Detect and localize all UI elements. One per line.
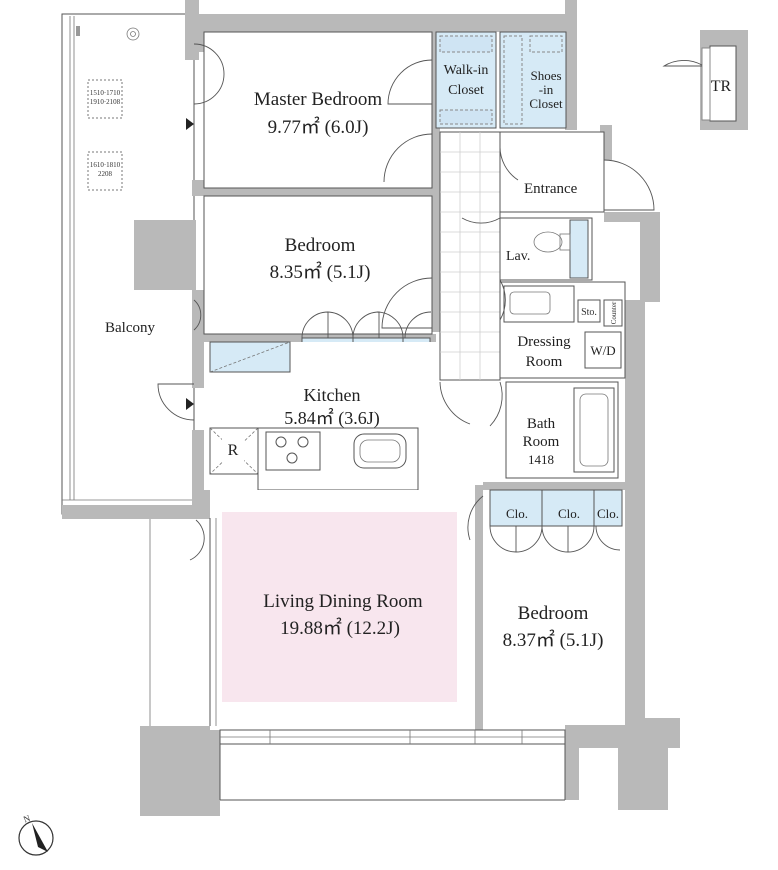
shoes-in-closet [499,31,567,129]
walk-in-closet-label-1: Walk-in [444,63,489,78]
bedroom-1-name: Bedroom [285,235,356,256]
compass-north-label: N [22,813,32,825]
bath-room-label-2: Room [523,434,560,450]
bedroom-2-closets [489,489,623,553]
living-dining-highlight [222,512,457,702]
bedroom-2-closet-label-3: Clo. [597,506,619,521]
bedroom-1-area-text: 8.35㎡ (5.1J) [270,260,371,283]
master-bedroom-area [203,31,433,189]
washer-dryer-label: W/D [590,343,615,358]
balcony-label: Balcony [105,320,155,336]
master-bedroom-name: Master Bedroom [254,89,382,110]
dressing-room-label-2: Room [526,354,563,370]
bedroom-2-closet-label-1: Clo. [506,506,528,521]
walk-in-closet-label-2: Closet [448,83,484,98]
bottom-windows [149,519,566,801]
bedroom-2-area-text: 8.37㎡ (5.1J) [503,628,604,651]
kitchen-area-text: 5.84㎡ (3.6J) [284,407,380,429]
bedroom-2-area [483,490,625,725]
lavatory-label: Lav. [506,249,530,264]
balcony-note-1-line2: 1910·2108 [90,98,121,106]
shoes-closet-label-2: -in [539,82,554,97]
bedroom-1-area [203,195,433,335]
refrigerator-label: R [228,442,239,459]
master-bedroom-area-text: 9.77㎡ (6.0J) [268,115,369,138]
bedroom-2-closet-label-2: Clo. [558,506,580,521]
hallway-tiles [439,131,501,381]
dressing-room-label-1: Dressing [517,334,571,350]
shoes-closet-label-1: Shoes [530,68,561,83]
balcony-note-2-line1: 1610·1810 [90,161,121,169]
living-dining-name: Living Dining Room [263,591,423,612]
kitchen-name: Kitchen [304,385,361,405]
bath-room-label-1: Bath [527,416,556,432]
doors [186,43,519,561]
entrance-label: Entrance [524,181,578,197]
balcony-note-2-line2: 2208 [98,170,113,178]
compass-icon [18,820,54,856]
counter-label: Counter [610,301,618,324]
bath-room-label-3: 1418 [528,452,554,467]
trunk-room-label: TR [711,78,732,95]
balcony-note-1-line1: 1510·1710 [90,89,121,97]
entrance-area [499,131,605,213]
storage-label: Sto. [581,307,597,318]
living-dining-area-text: 19.88㎡ (12.2J) [280,616,400,639]
shoes-closet-label-3: Closet [529,96,563,111]
bedroom-2-name: Bedroom [518,603,589,624]
